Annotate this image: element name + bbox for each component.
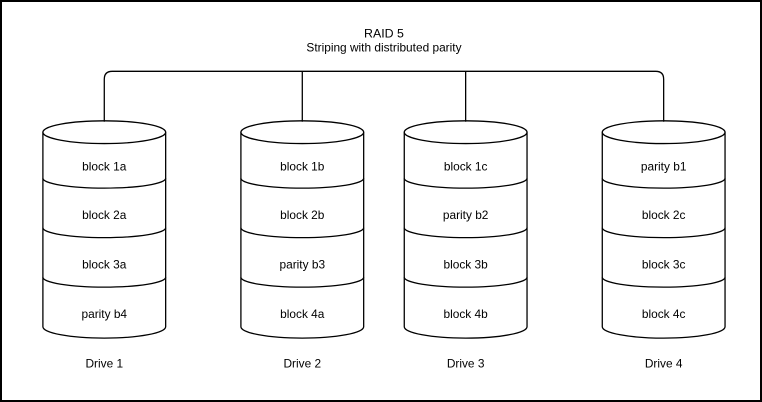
block-label: parity b2 <box>443 208 489 222</box>
cylinder-divider <box>601 277 726 288</box>
cylinder-divider <box>601 227 726 239</box>
cylinder-divider <box>42 178 167 189</box>
block-label: block 3c <box>642 257 686 271</box>
cylinder-body <box>403 132 528 339</box>
drive-label: Drive 2 <box>283 356 321 370</box>
cylinder-top <box>403 120 528 145</box>
cylinder-divider <box>403 227 528 239</box>
cylinder-divider <box>240 227 365 239</box>
cylinder-divider <box>403 277 528 288</box>
block-label: block 4a <box>280 307 325 321</box>
block-label: block 3b <box>444 257 489 271</box>
cylinder-divider <box>42 227 167 239</box>
block-label: parity b3 <box>280 257 326 271</box>
drive-cylinder-3: block 1c parity b2 block 3b block 4b Dri… <box>403 120 528 370</box>
cylinder-body <box>42 132 167 339</box>
block-label: block 1c <box>444 159 488 173</box>
cylinder-divider <box>42 277 167 288</box>
block-label: block 1a <box>82 159 127 173</box>
block-label: block 3a <box>82 257 127 271</box>
block-label: block 4c <box>642 307 686 321</box>
cylinder-divider <box>601 178 726 189</box>
cylinder-body <box>601 132 726 339</box>
drive-cylinder-1: block 1a block 2a block 3a parity b4 Dri… <box>42 120 167 370</box>
cylinder-divider <box>240 277 365 288</box>
block-label: block 1b <box>280 159 325 173</box>
drive-label: Drive 3 <box>447 356 485 370</box>
cylinder-divider <box>240 178 365 189</box>
drive-cylinder-4: parity b1 block 2c block 3c block 4c Dri… <box>601 120 726 370</box>
drive-label: Drive 1 <box>85 356 123 370</box>
block-label: parity b4 <box>82 307 128 321</box>
block-label: block 2c <box>642 208 686 222</box>
block-label: block 2a <box>82 208 127 222</box>
diagram-title: RAID 5 <box>364 27 404 41</box>
drive-cylinder-2: block 1b block 2b parity b3 block 4a Dri… <box>240 120 365 370</box>
drive-label: Drive 4 <box>645 356 683 370</box>
block-label: block 2b <box>280 208 325 222</box>
cylinder-body <box>240 132 365 339</box>
cylinder-divider <box>403 178 528 189</box>
bus-connector-line <box>103 70 665 122</box>
cylinder-top <box>42 120 167 145</box>
diagram-subtitle: Striping with distributed parity <box>306 41 461 55</box>
block-label: parity b1 <box>641 159 687 173</box>
cylinder-top <box>601 120 726 145</box>
block-label: block 4b <box>444 307 489 321</box>
cylinder-top <box>240 120 365 145</box>
